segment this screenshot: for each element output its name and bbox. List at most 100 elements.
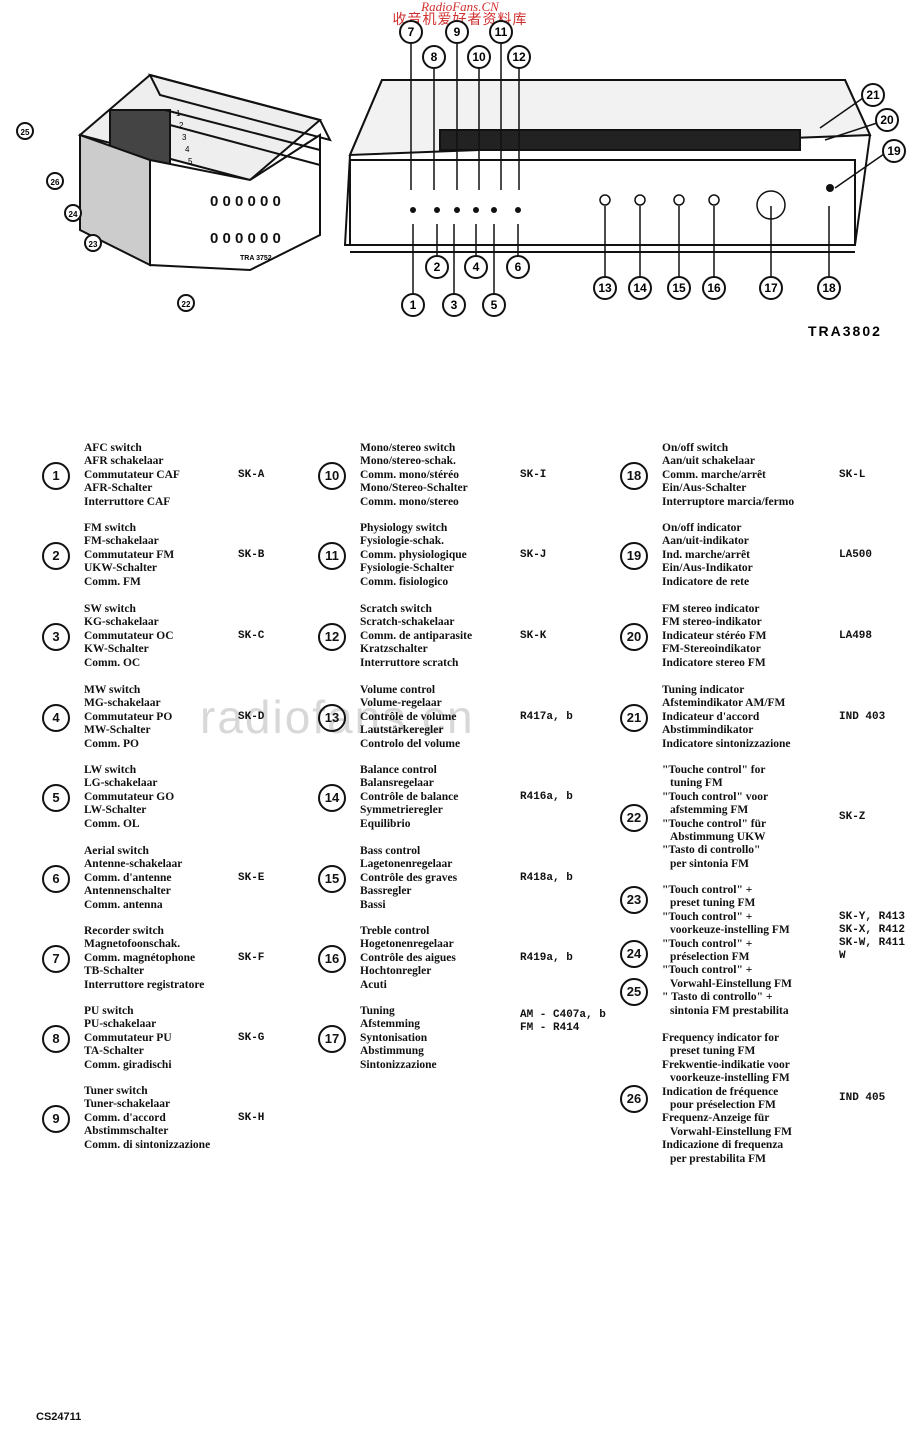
callout-10-circle — [467, 45, 491, 69]
legend-line: Volume control — [360, 684, 436, 696]
legend-reference: SK-L — [839, 469, 866, 481]
figure-label-side: TRA 3752 — [240, 255, 272, 262]
legend-number-circle: 23 — [620, 886, 648, 914]
callout-11-circle — [489, 20, 513, 44]
legend-line: Comm. di sintonizzazione — [84, 1138, 211, 1151]
legend-line: Balance control — [360, 764, 437, 776]
legend-line: TB-Schalter — [84, 965, 145, 978]
legend-number-circle: 2 — [42, 542, 70, 570]
side-callout-22-circle — [177, 294, 195, 312]
legend-line: "Touche control" für — [662, 817, 767, 830]
legend-line: Lagetonenregelaar — [360, 858, 453, 871]
side-view-device — [77, 73, 332, 272]
leader-line — [824, 122, 878, 141]
legend-reference: LA498 — [839, 630, 873, 642]
legend-line: Comm. antenna — [84, 898, 163, 911]
legend-number-circle: 20 — [620, 623, 648, 651]
legend-line: LW-Schalter — [84, 804, 147, 817]
side-panel-digit: 2 — [179, 121, 184, 130]
legend-line: tuning FM — [670, 777, 723, 790]
side-callout-26-number: 26 — [51, 178, 60, 187]
legend-line: Comm. mono/stéréo — [360, 468, 460, 481]
legend-line: Mono/Stereo-Schalter — [360, 482, 468, 495]
legend-line: PU switch — [84, 1005, 134, 1017]
side-panel-digit: 3 — [182, 133, 187, 142]
callout-9-circle — [445, 20, 469, 44]
side-callout-26-circle — [46, 172, 64, 190]
legend-number-circle: 22 — [620, 804, 648, 832]
legend-line: Commutateur OC — [84, 629, 174, 642]
side-callout-23-circle — [84, 234, 102, 252]
legend-reference: SK-F — [238, 952, 265, 964]
legend-line: FM switch — [84, 522, 137, 534]
legend-line: Tuner switch — [84, 1085, 148, 1097]
legend-line: Ein/Aus-Indikator — [662, 562, 753, 575]
legend-reference: SK-Z — [839, 811, 866, 823]
side-callout-24-circle — [64, 204, 82, 222]
legend-line: Balansregelaar — [360, 777, 434, 790]
legend-line: Scratch switch — [360, 603, 432, 615]
legend-number-circle: 6 — [42, 865, 70, 893]
legend-line: Antennenschalter — [84, 885, 171, 898]
callout-16-circle — [702, 276, 726, 300]
legend-line: voorkeuze-instelling FM — [670, 924, 790, 937]
legend-line: Afstemindikator AM/FM — [662, 697, 786, 710]
legend-line: "Touche control" for — [662, 764, 766, 776]
callout-7-number: 7 — [408, 25, 415, 39]
push-button — [473, 207, 479, 213]
legend-line: Ind. marche/arrêt — [662, 548, 750, 561]
legend-reference: IND 405 — [839, 1092, 886, 1104]
legend-reference: SK-C — [238, 630, 265, 642]
legend-line: FM-schakelaar — [84, 535, 159, 548]
legend-line: sintonia FM prestabilita — [670, 1004, 789, 1017]
legend-line: MG-schakelaar — [84, 697, 161, 710]
legend-number-circle: 4 — [42, 704, 70, 732]
legend-line: Kratzschalter — [360, 643, 428, 656]
callout-8-number: 8 — [431, 50, 438, 64]
legend-line: Indicateur d'accord — [662, 710, 760, 723]
svg-text:0 0 0 0 0 0: 0 0 0 0 0 0 — [210, 193, 281, 210]
legend-line: Comm. fisiologico — [360, 575, 449, 588]
legend-line: Commutateur PU — [84, 1031, 172, 1044]
legend-line: Fysiologie-schak. — [360, 535, 445, 548]
legend-line: Frequenz-Anzeige für — [662, 1112, 770, 1125]
legend-line: LW switch — [84, 764, 137, 776]
callout-6-number: 6 — [515, 260, 522, 274]
legend-reference: W — [839, 950, 846, 962]
legend-line: On/off indicator — [662, 522, 742, 534]
legend-line: Aerial switch — [84, 845, 149, 857]
legend-number-circle: 9 — [42, 1105, 70, 1133]
legend-line: Interruptore marcia/fermo — [662, 495, 795, 508]
rotary-knob — [634, 194, 646, 206]
rotary-knob — [708, 194, 720, 206]
legend-line: Comm. giradischi — [84, 1058, 172, 1071]
legend-number-circle: 5 — [42, 784, 70, 812]
legend-line: pour préselection FM — [670, 1099, 776, 1112]
legend-line: Commutateur FM — [84, 548, 175, 561]
legend-line: LG-schakelaar — [84, 777, 158, 790]
legend-line: Bassregler — [360, 885, 412, 898]
callout-1-number: 1 — [410, 298, 417, 312]
legend-line: Ein/Aus-Schalter — [662, 482, 747, 495]
legend-line: Comm. OL — [84, 817, 140, 830]
callout-2-circle — [425, 255, 449, 279]
callout-21-number: 21 — [866, 88, 880, 102]
legend-line: Comm. magnétophone — [84, 951, 196, 964]
legend-line: preset tuning FM — [670, 897, 756, 910]
callout-5-number: 5 — [491, 298, 498, 312]
callout-13-number: 13 — [598, 281, 612, 295]
legend-line: Abstimmschalter — [84, 1125, 169, 1138]
legend-line: Comm. mono/stereo — [360, 495, 459, 508]
legend-line: Comm. d'accord — [84, 1111, 166, 1124]
legend-reference: SK-H — [238, 1112, 265, 1124]
legend-line: On/off switch — [662, 442, 729, 454]
legend-reference: SK-K — [520, 630, 547, 642]
legend-reference: R416a, b — [520, 791, 573, 803]
legend-line: KG-schakelaar — [84, 616, 159, 629]
callout-13-circle — [593, 276, 617, 300]
